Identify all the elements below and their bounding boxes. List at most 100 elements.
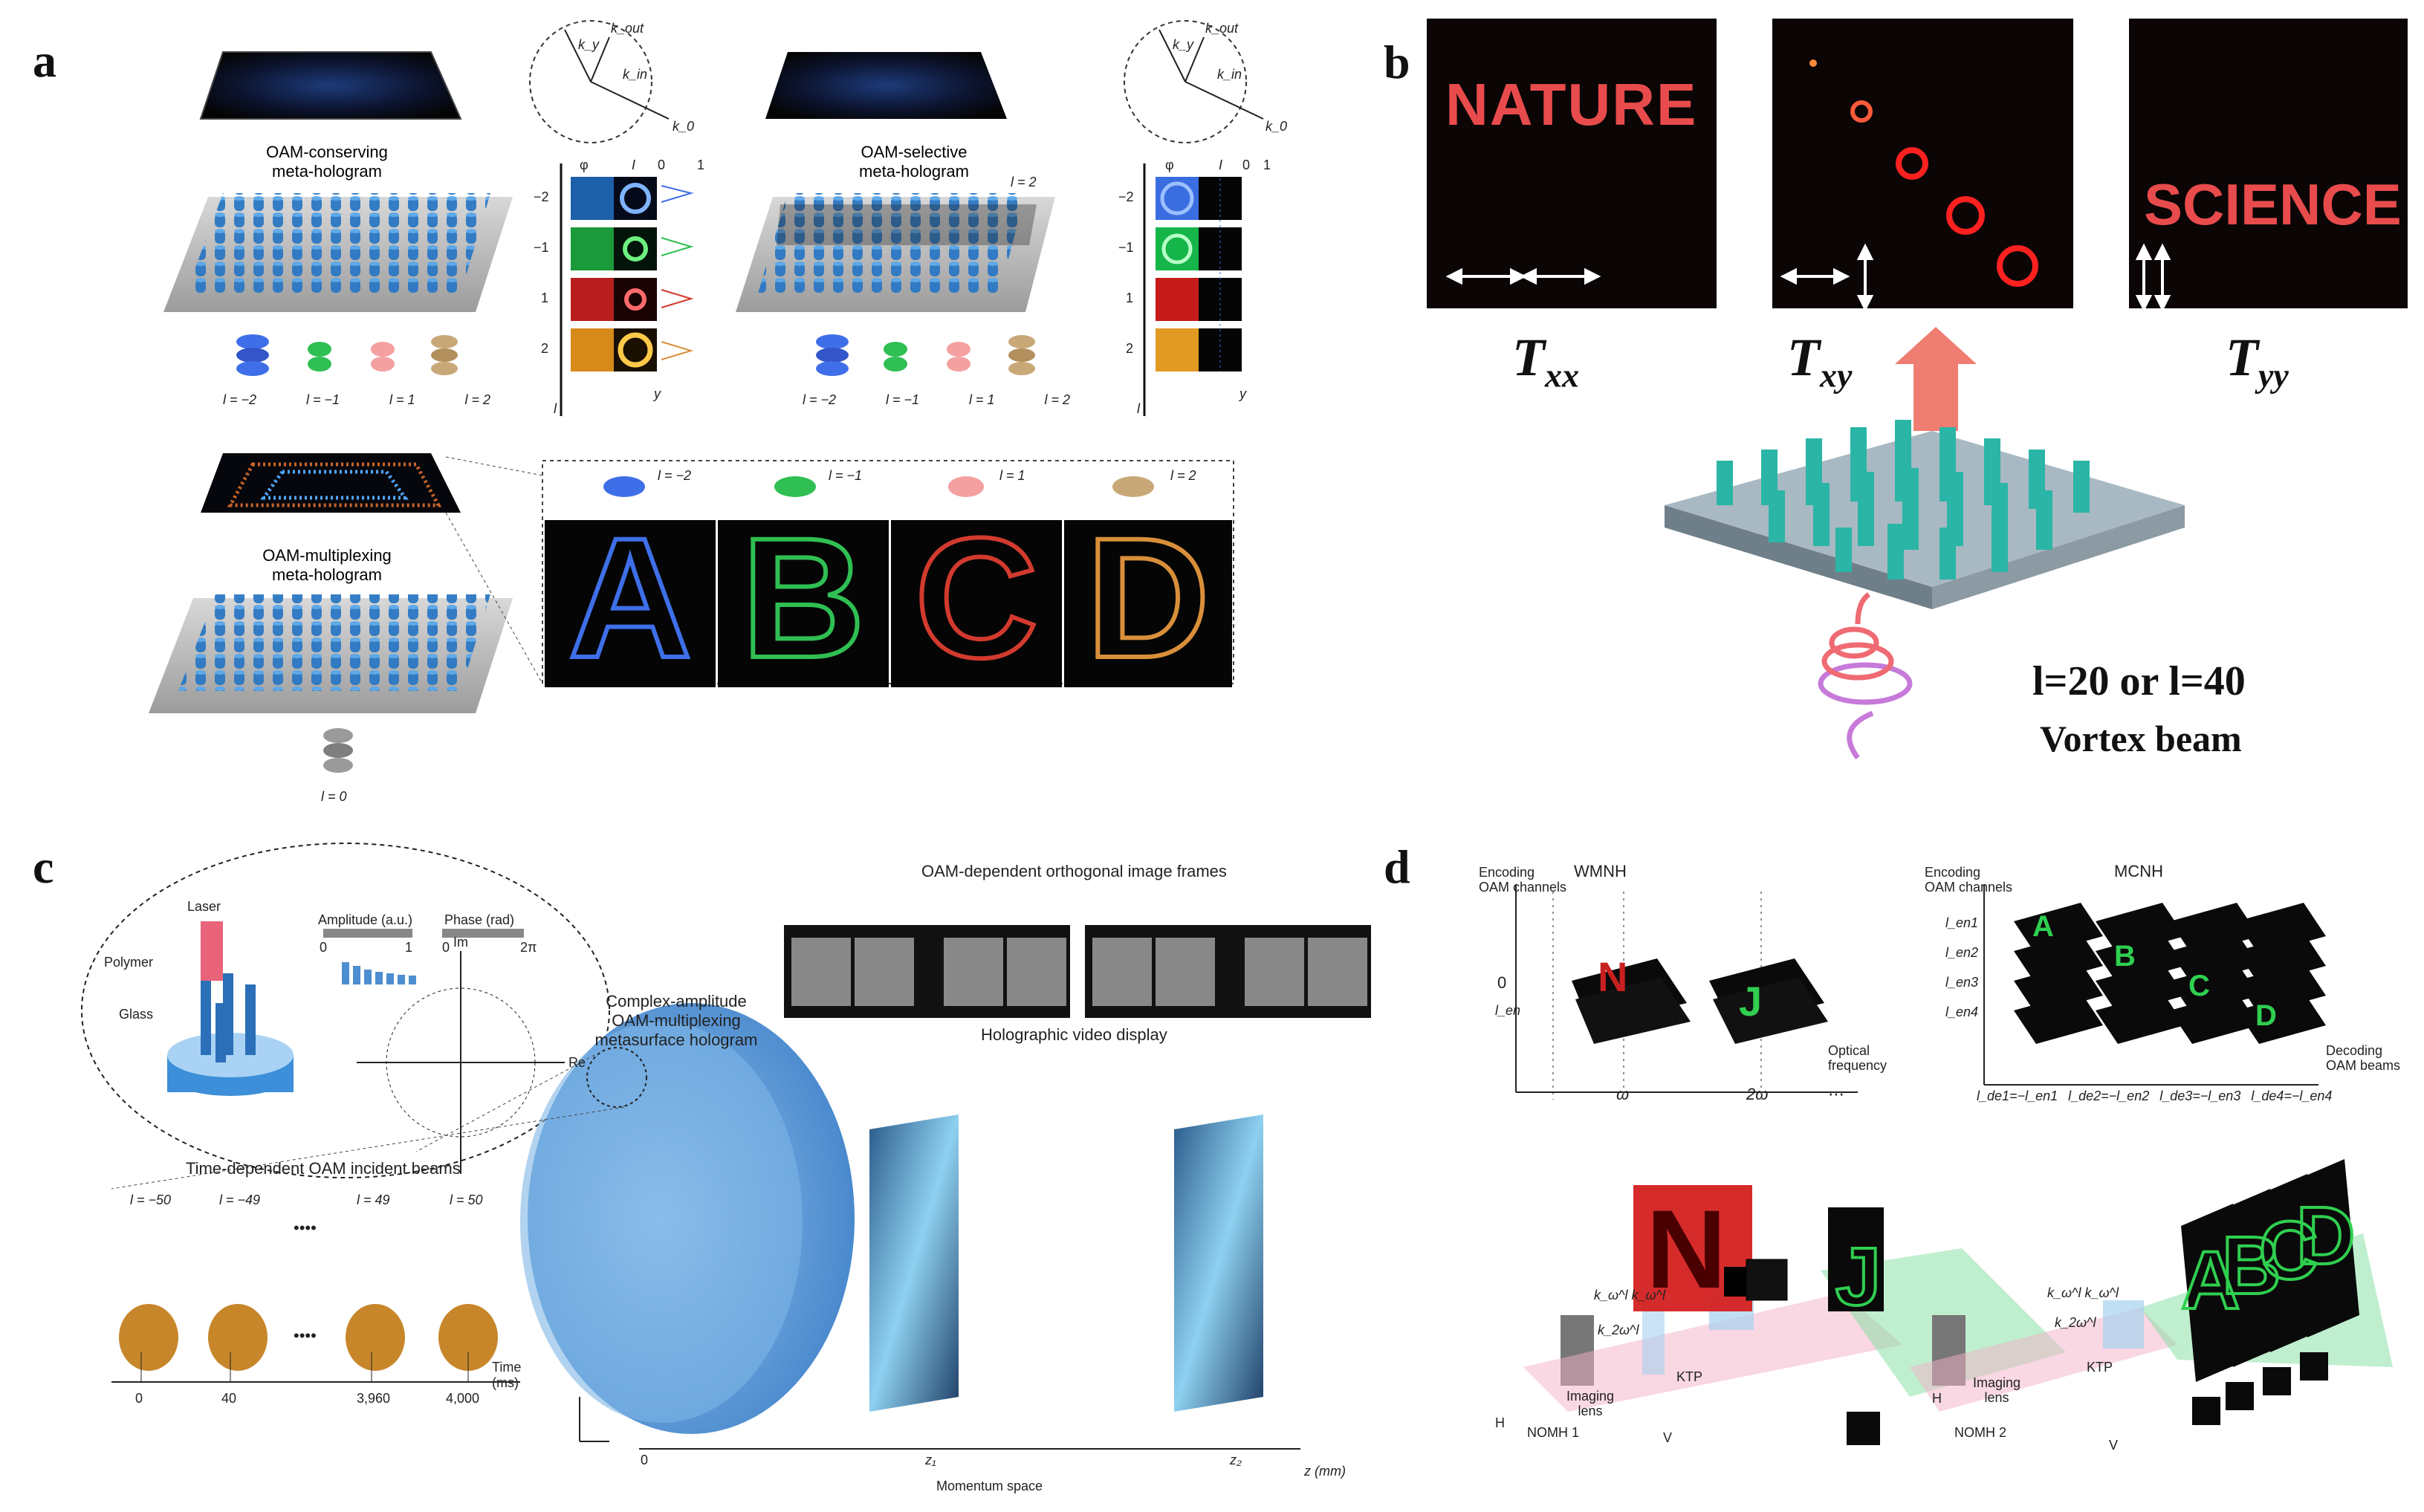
polymer-label: Polymer — [104, 955, 154, 970]
l-two-label: l = 2 — [1011, 175, 1037, 189]
helix-label: l = 2 — [1044, 392, 1070, 407]
label-txx: Txx — [1512, 327, 1579, 395]
setup1-k2-label: k_2ω^l — [1598, 1323, 1639, 1337]
label-sub: xx — [1544, 356, 1579, 395]
mcnh-title: MCNH — [2114, 862, 2163, 880]
re-label: Re — [568, 1055, 586, 1070]
panel-c-letter: c — [33, 840, 54, 893]
z-tick: z₂ — [1230, 1453, 1242, 1467]
col-label: I — [632, 158, 636, 172]
multiplexing-label-2: meta-hologram — [272, 565, 382, 584]
hologram-label: Complex-amplitude OAM-multiplexing metas… — [594, 992, 758, 1049]
selective-screen — [765, 52, 1007, 119]
word-science: SCIENCE — [2144, 172, 2402, 237]
k-label: k_out — [611, 21, 644, 36]
wmnh-zero: 0 — [1497, 973, 1507, 992]
laser-label: Laser — [187, 899, 221, 914]
label-t: T — [1787, 328, 1820, 387]
setup1-k-label: k_ω^l k_ω^l — [1594, 1288, 1665, 1302]
setup1-letter-j: J — [1834, 1230, 1882, 1324]
abcd-tile-c — [891, 520, 1062, 687]
setup2-k2-label: k_2ω^l — [2055, 1315, 2096, 1330]
row-label: −1 — [1118, 240, 1134, 255]
abcd-letter-b: B — [739, 502, 867, 693]
mcnh-row: l_en1 — [1945, 915, 1979, 930]
row-label: 1 — [1126, 291, 1134, 305]
beam-dots: •••• — [294, 1326, 317, 1345]
panel-a-letter: a — [33, 34, 56, 87]
phase-label: Phase (rad) — [444, 912, 515, 927]
phase-tick-0: 0 — [442, 940, 450, 955]
k-label: k_in — [1217, 67, 1242, 82]
z-axis-label: z (mm) — [1304, 1464, 1346, 1479]
time-tick: 40 — [221, 1391, 237, 1406]
mcnh-letter: B — [2114, 940, 2136, 973]
wmnh-letter-n: N — [1598, 953, 1628, 1000]
im-label: Im — [453, 935, 468, 950]
mcnh-row: l_en4 — [1945, 1005, 1979, 1019]
decoding-label: Decoding OAM beams — [2326, 1043, 2401, 1073]
oam-table-left — [560, 163, 694, 416]
time-tick: 3,960 — [357, 1391, 391, 1406]
mcnh-bottom-labels: l_de1=−l_en1 l_de2=−l_en2 l_de3=−l_en3 l… — [1977, 1088, 2332, 1104]
amp-tick-1: 1 — [405, 940, 413, 955]
setup1-h-label: H — [1495, 1415, 1505, 1430]
setup1-letter-n: N — [1646, 1187, 1727, 1311]
helix-label: l = −1 — [305, 392, 340, 407]
helix-label: l = 1 — [389, 392, 415, 407]
conserving-label-1: OAM-conserving — [266, 143, 388, 161]
row-label: −2 — [534, 189, 549, 204]
mcnh-bottom-label: l_de1=−l_en1 — [1977, 1088, 2058, 1103]
helix-labels-left: l = −2 l = −1 l = 1 l = 2 — [223, 392, 490, 408]
col-label: 1 — [1263, 158, 1271, 172]
incident-l-label: l = −50 — [130, 1193, 172, 1207]
row-label: −2 — [1118, 189, 1134, 204]
abcd-helix-label: l = 1 — [999, 468, 1025, 483]
incident-l-label: l = 49 — [357, 1193, 390, 1207]
multiplexing-metasurface — [149, 594, 513, 713]
oam-table-right — [1143, 163, 1242, 416]
selective-metasurface — [736, 193, 1055, 312]
label-sub: xy — [1819, 356, 1853, 395]
abcd-helix-label: l = −1 — [829, 468, 863, 483]
setup2-letter: A — [2180, 1233, 2241, 1328]
panel-d-figure — [1515, 884, 2393, 1445]
optical-frequency-label: Optical frequency — [1828, 1043, 1887, 1073]
panel-b-graphics — [1445, 59, 2185, 760]
axis-y-label: y — [1239, 386, 1246, 401]
abcd-tile-d — [1064, 520, 1232, 687]
label-sub: yy — [2258, 356, 2289, 395]
setup1-ktp-label: KTP — [1676, 1369, 1703, 1384]
axis-l-label: l — [554, 401, 557, 416]
row-label: −1 — [534, 240, 549, 255]
abcd-letter-d: D — [1084, 502, 1212, 693]
amplitude-label: Amplitude (a.u.) — [318, 912, 413, 927]
l-zero-label: l = 0 — [321, 789, 347, 804]
setup2-letter: C — [2258, 1204, 2319, 1298]
mcnh-bottom-label: l_de4=−l_en4 — [2251, 1088, 2333, 1103]
axis-l-label: l — [1137, 401, 1140, 416]
setup2-letter: D — [2295, 1189, 2356, 1283]
setup1-lens-label: Imaging lens — [1566, 1389, 1615, 1418]
multiplexing-screen — [201, 453, 461, 513]
label-t: T — [2226, 328, 2258, 387]
panel-a-figure: OAM-conserving meta-hologram — [149, 20, 1264, 773]
setup2-k-label: k_ω^l k_ω^l — [2047, 1285, 2119, 1300]
helix-label: l = −2 — [803, 392, 837, 407]
helix-label: l = −2 — [223, 392, 257, 407]
vortex-l-values: l=20 or l=40 — [2032, 658, 2246, 704]
k-space-diagram-right — [1124, 20, 1264, 143]
setup2-v-label: V — [2109, 1438, 2119, 1453]
mcnh-row: l_en3 — [1945, 975, 1979, 990]
mcnh-letter: C — [2188, 970, 2210, 1002]
selective-label-1: OAM-selective — [861, 143, 967, 161]
vortex-beam-label: Vortex beam — [2040, 718, 2242, 759]
k-label: k_0 — [673, 119, 695, 134]
time-tick: 0 — [135, 1391, 143, 1406]
glass-label: Glass — [119, 1007, 154, 1022]
setup2-lens-label: Imaging lens — [1973, 1375, 2021, 1405]
incident-l-label: l = −49 — [219, 1193, 261, 1207]
wmnh-encoding-label: Encoding OAM channels — [1479, 865, 1567, 895]
abcd-tile-a — [545, 520, 716, 687]
col-label: I — [1219, 158, 1223, 172]
